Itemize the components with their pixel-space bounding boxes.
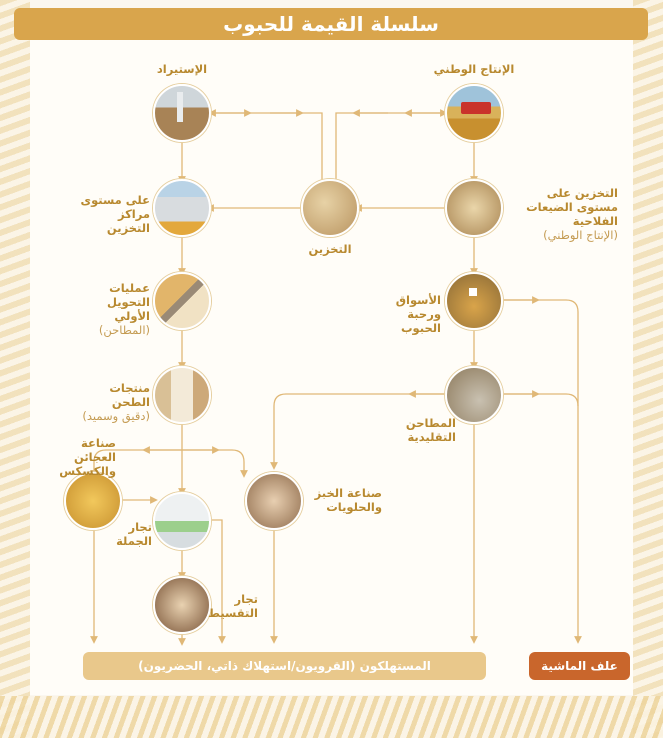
consumers-bar: المستهلكون (القرويون/استهلاك ذاتي، الحضر… [83, 652, 486, 680]
flour-bags-image [153, 366, 211, 424]
label-farm-storage: التخزين على مستوى الضيعات الفلاحية (الإن… [526, 186, 618, 242]
silos-image [153, 179, 211, 237]
wheat-border-bottom [0, 696, 663, 738]
arrow-mills-bakery [270, 393, 446, 470]
label-pasta-industry: صناعة العجائن والكسكس [59, 436, 116, 478]
arrow-markets-feed [504, 299, 582, 644]
bread-dough-image [245, 472, 303, 530]
label-traditional-mills: المطاحن التقليدية [405, 416, 456, 444]
arrow-import-storage [208, 109, 323, 180]
grain-ship-unloading-image [153, 84, 211, 142]
page-title: سلسلة القيمة للحبوب [223, 12, 439, 36]
warehouse-shelves-image [153, 492, 211, 550]
wheat-border-right [633, 0, 663, 738]
bread-basket-image [153, 576, 211, 634]
title-banner: سلسلة القيمة للحبوب [14, 8, 648, 40]
arrow-mills-feed [504, 393, 579, 407]
label-import: الإستيراد [156, 62, 208, 76]
traditional-mill-image [445, 366, 503, 424]
arrow-products-pasta [90, 449, 182, 478]
label-storage-centers: على مستوى مراكز التخزين [80, 193, 150, 235]
label-bakery-industry: صناعة الخبز والحلويات [314, 486, 382, 514]
livestock-feed-bar: علف الماشية [529, 652, 630, 680]
pasta-image [64, 472, 122, 530]
label-storage: التخزين [308, 242, 352, 256]
harvester-field-image [445, 84, 503, 142]
arrow-wholesale-consumers [212, 519, 226, 644]
label-markets: الأسواق ورحبة الحبوب [395, 293, 441, 335]
label-retailers: تجار التقسيط [208, 592, 258, 620]
grain-sacks-image [301, 179, 359, 237]
wheat-border-left [0, 0, 30, 738]
arrow-production-storage [335, 109, 448, 180]
farm-sacks-image [445, 179, 503, 237]
diagram-panel [30, 40, 633, 695]
label-wholesalers: تجار الجملة [116, 520, 152, 548]
arrow-products-bakery [182, 449, 248, 478]
label-national-production: الإنتاج الوطني [433, 62, 515, 76]
label-milling-products: منتجات الطحن (دقيق وسميد) [82, 381, 150, 423]
grain-market-image [445, 272, 503, 330]
label-primary-processing: عمليات التحويل الأولي (المطاحن) [98, 281, 150, 337]
mill-conveyor-image [153, 272, 211, 330]
